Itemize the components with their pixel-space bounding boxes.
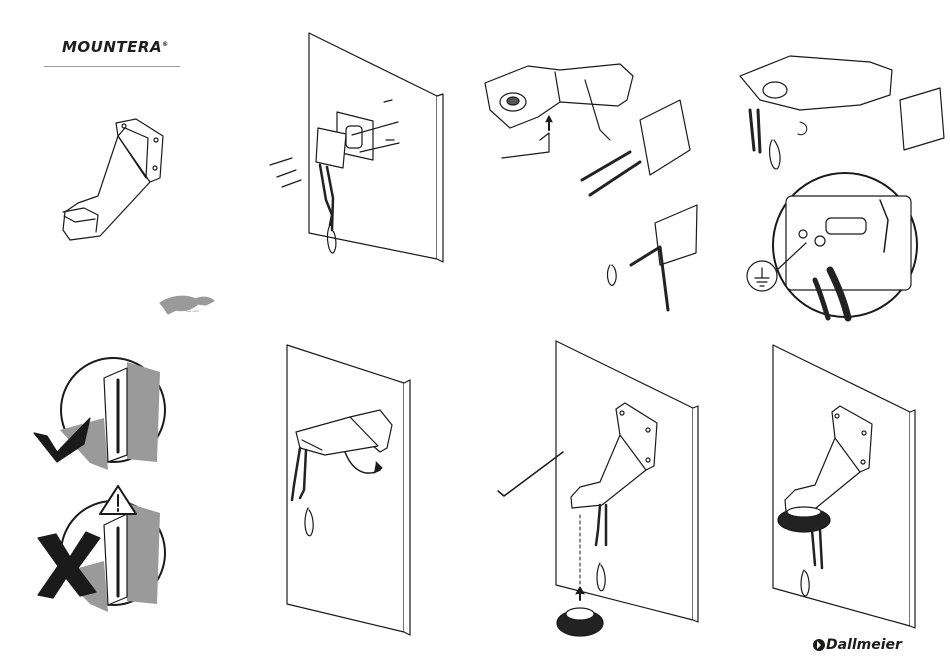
step-2-figure — [485, 64, 697, 310]
step-5-figure — [498, 341, 698, 636]
step-4-figure — [287, 345, 410, 635]
bracket-icon — [63, 119, 163, 240]
step-3-figure — [740, 56, 944, 318]
step-6-figure — [773, 345, 915, 628]
hex-key-icon — [498, 452, 563, 496]
dallmeier-logo-icon — [813, 639, 825, 651]
incorrect-mounting-figure — [38, 486, 165, 612]
wall-panel — [270, 33, 443, 262]
correct-mounting-figure — [34, 358, 165, 470]
puma-icon — [160, 296, 214, 314]
